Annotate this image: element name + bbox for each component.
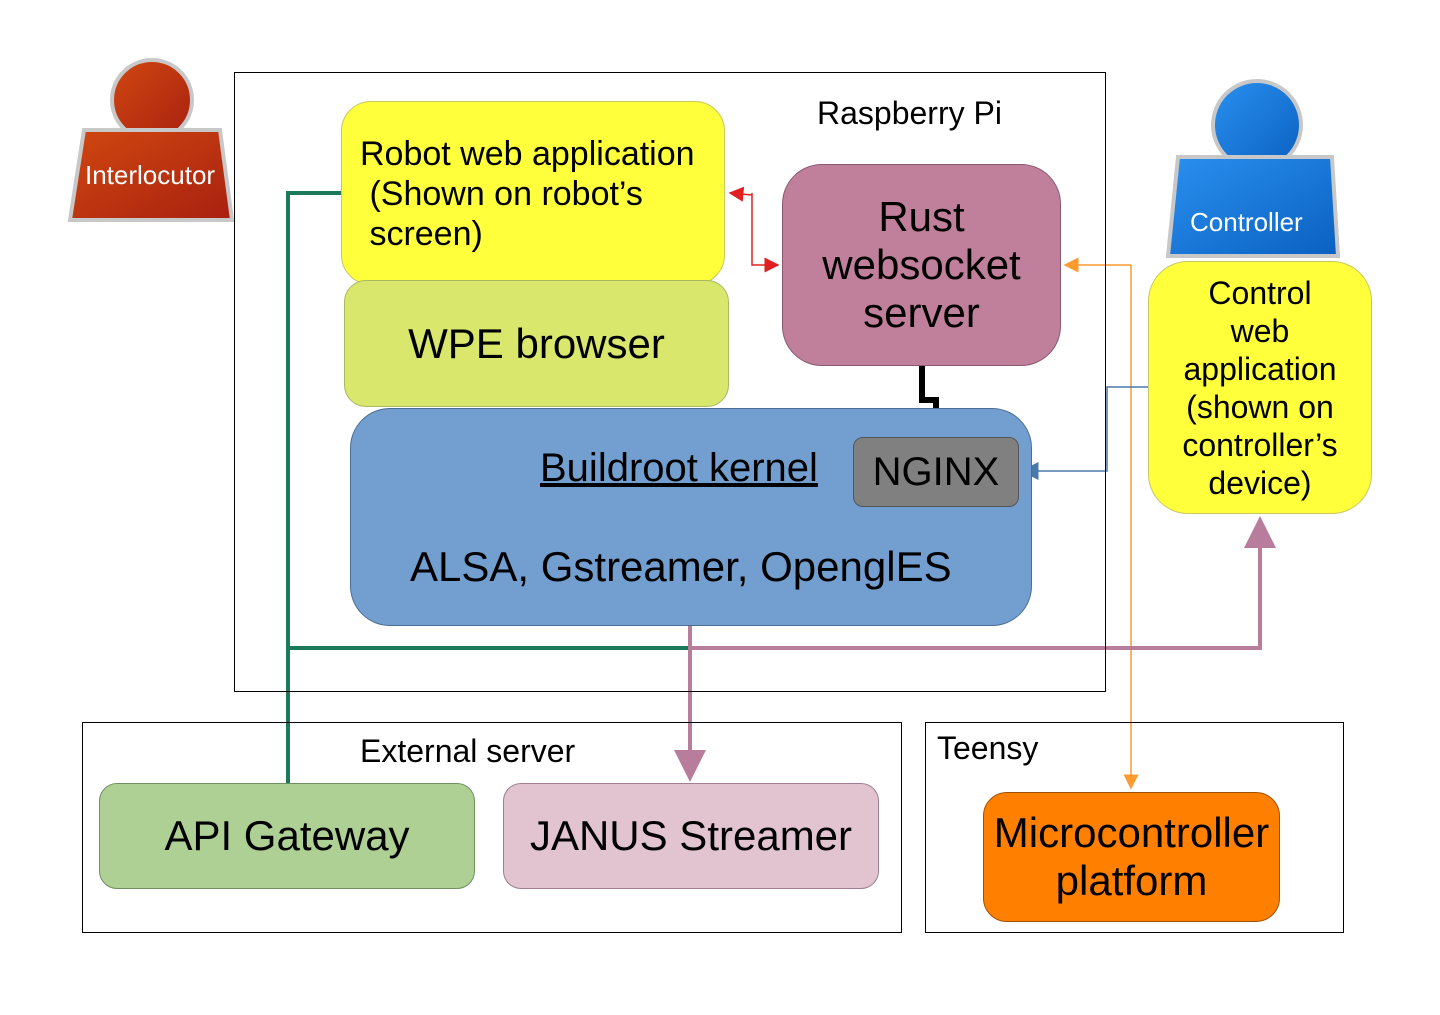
control-label-line: (shown on <box>1186 388 1334 425</box>
robot-web-application-label: Robot web application (Shown on robot’s … <box>360 135 695 253</box>
nginx-label: NGINX <box>872 449 1000 494</box>
controller-label: Controller <box>1190 207 1303 237</box>
control-nginx-link <box>1020 386 1148 480</box>
robot-app-api-link <box>286 191 341 783</box>
control-label-line: application <box>1183 350 1337 387</box>
api-gateway-label: API Gateway <box>164 812 410 859</box>
control-label-line: web <box>1230 312 1290 349</box>
api-gateway: API Gateway <box>99 783 475 889</box>
wpe-browser: WPE browser <box>344 280 729 407</box>
control-web-application: Control web application (shown on contro… <box>1148 261 1372 514</box>
janus-streamer-label: JANUS Streamer <box>529 812 853 859</box>
external-server-frame <box>82 722 902 933</box>
external-server-label: External server <box>360 733 576 769</box>
control-label-line: Control <box>1208 274 1312 311</box>
control-label-line: device) <box>1208 464 1312 501</box>
control-web-application-label: Control web application (shown on contro… <box>1182 274 1337 502</box>
kernel-control-link <box>690 516 1276 650</box>
teensy-label: Teensy <box>937 730 1039 766</box>
kernel-libraries-label: ALSA, Gstreamer, OpenglES <box>410 543 952 590</box>
controller-actor-icon <box>1165 79 1341 258</box>
robot-app-rust-link <box>751 193 780 273</box>
rust-label-line: websocket <box>822 241 1021 288</box>
interlocutor-label: Interlocutor <box>85 160 216 190</box>
micro-label-line: Microcontroller <box>993 809 1270 856</box>
rust-websocket-server: Rust websocket server <box>782 164 1061 366</box>
microcontroller-platform-label: Microcontroller platform <box>994 809 1269 905</box>
microcontroller-platform: Microcontroller platform <box>983 792 1280 922</box>
rust-label-line: server <box>863 289 980 336</box>
robot-web-application: Robot web application (Shown on robot’s … <box>341 101 725 285</box>
rust-websocket-server-label: Rust websocket server <box>822 193 1020 337</box>
micro-label-line: platform <box>1055 857 1208 904</box>
teensy-frame <box>925 722 1344 933</box>
raspberry-pi-label: Raspberry Pi <box>817 95 1002 131</box>
control-label-line: controller’s <box>1182 426 1338 463</box>
nginx-box: NGINX <box>853 437 1019 507</box>
buildroot-kernel-label: Buildroot kernel <box>540 446 818 490</box>
rust-robot-app-link <box>728 186 753 202</box>
rust-label-line: Rust <box>878 193 965 240</box>
interlocutor-actor-icon <box>67 58 235 222</box>
wpe-browser-label: WPE browser <box>408 319 665 367</box>
janus-streamer: JANUS Streamer <box>503 783 879 889</box>
raspberry-pi-frame <box>234 72 1106 692</box>
